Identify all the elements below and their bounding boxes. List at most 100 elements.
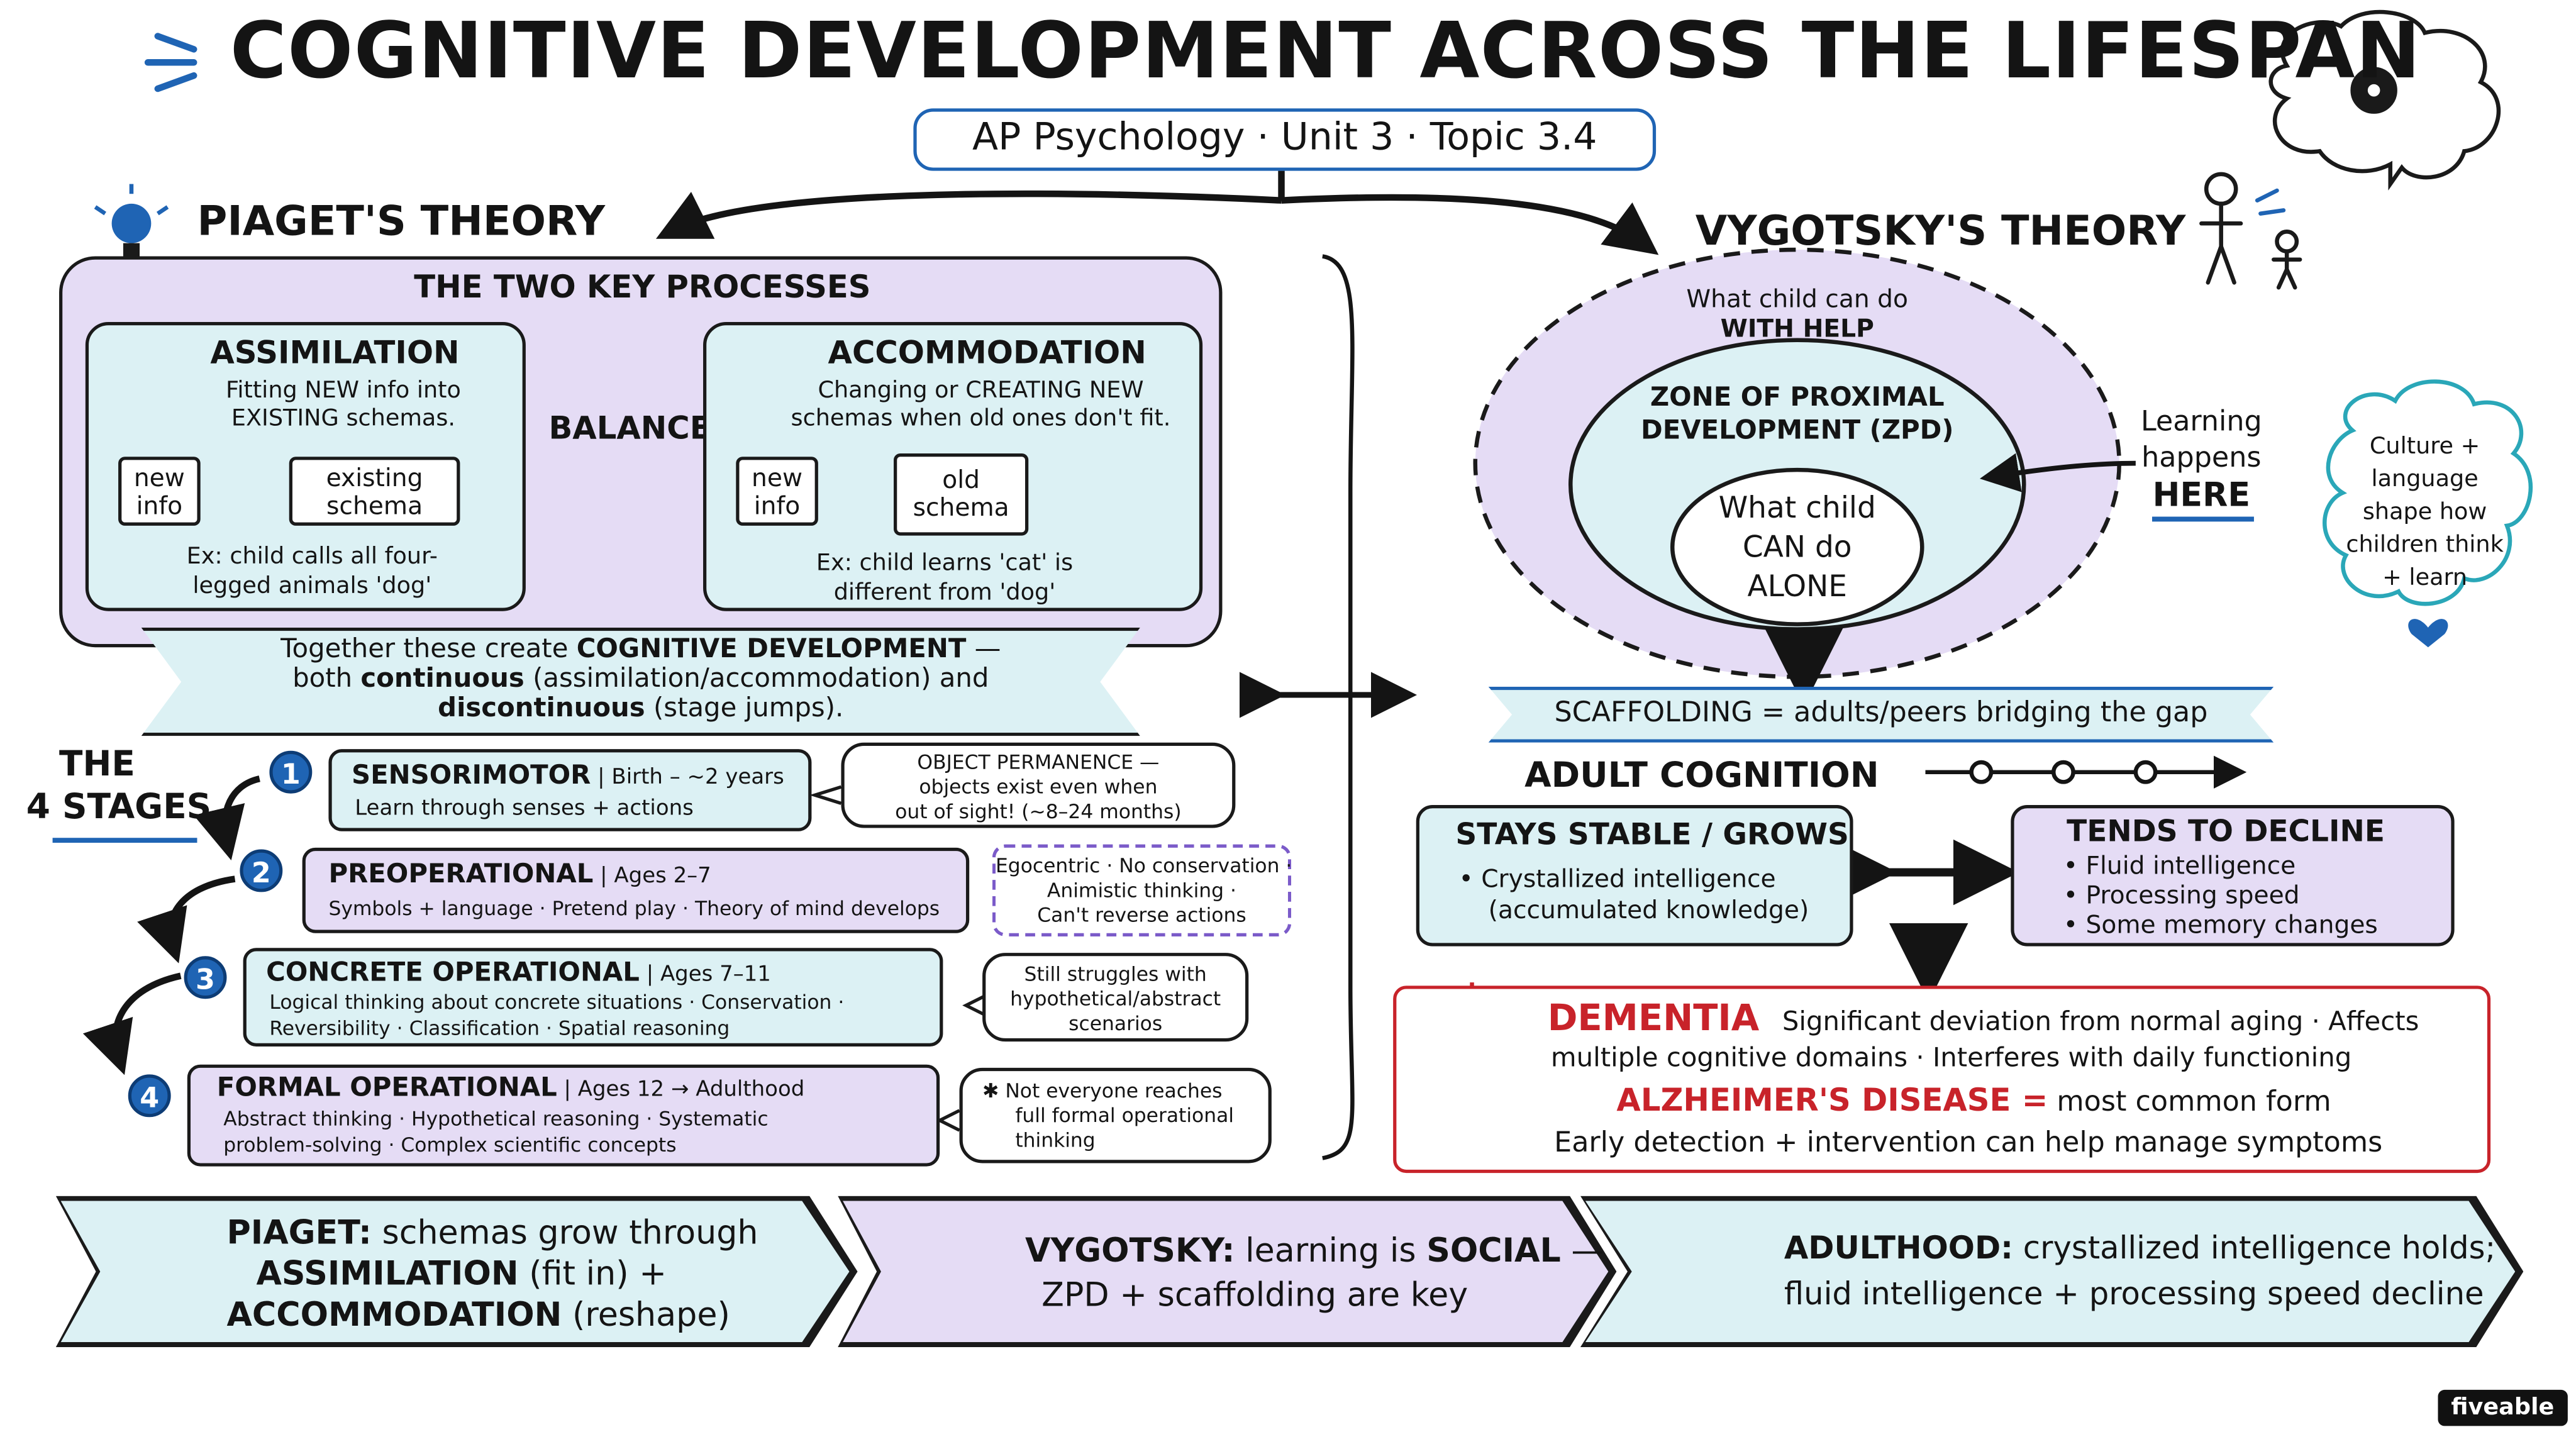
summary-text-part: (fit in) +	[518, 1253, 667, 1293]
learning-label-line: Learning	[2140, 406, 2262, 439]
with-help-label-line: What child can do	[1686, 284, 1909, 314]
stage-name: SENSORIMOTOR	[352, 758, 591, 791]
summary-text-part: crystallized intelligence holds;	[2013, 1230, 2496, 1267]
decline-item: • Processing speed	[2063, 880, 2300, 911]
summary-line: VYGOTSKY: learning is SOCIAL —	[1025, 1229, 1604, 1274]
stage-note-bubble: OBJECT PERMANENCE — objects exist even w…	[841, 742, 1236, 828]
stage-note-line: ✱ Not everyone reaches	[982, 1079, 1223, 1102]
stage-note-line: Still struggles with	[1024, 962, 1207, 986]
four-stages-label-line: THE	[59, 744, 135, 784]
summary-text-part: (reshape)	[562, 1294, 730, 1335]
culture-note-line: + learn	[2382, 565, 2468, 592]
stage-note-line: objects exist even when	[919, 775, 1158, 799]
existing-schema-label: existing	[326, 463, 423, 493]
alzheimers-title: ALZHEIMER'S DISEASE =	[1616, 1082, 2048, 1119]
adult-cognition-heading: ADULT COGNITION	[1524, 755, 1879, 796]
subtitle: AP Psychology · Unit 3 · Topic 3.4	[913, 108, 1657, 171]
alone-label-line: ALONE	[1747, 570, 1848, 605]
stage-note-line: out of sight! (~8–24 months)	[895, 800, 1182, 823]
stage-card-sensorimotor	[328, 749, 812, 831]
stage-age: | Ages 7–11	[639, 962, 771, 987]
accommodation-description: Changing or CREATING NEW schemas when ol…	[775, 378, 1186, 434]
stage-note-line: scenarios	[1069, 1012, 1163, 1035]
learning-happens-label: Learning happens HERE	[2136, 404, 2267, 513]
dementia-card	[1393, 985, 2491, 1174]
existing-schema-label: schema	[326, 491, 423, 521]
summary-line: ZPD + scaffolding are key	[1041, 1275, 1468, 1314]
lightbulb-icon	[94, 184, 169, 260]
summary-emphasis: SOCIAL	[1426, 1230, 1561, 1270]
stage-note-line: Animistic thinking ·	[1046, 879, 1237, 902]
stays-stable-card	[1416, 804, 1853, 947]
new-info-label: new	[133, 463, 185, 493]
stage-age: | Birth – ~2 years	[591, 765, 784, 791]
stage-card-formal-operational	[187, 1064, 940, 1167]
new-info-box: new info	[118, 457, 201, 526]
accommodation-desc-line: schemas when old ones don't fit.	[791, 406, 1171, 433]
stage-description: Logical thinking about concrete situatio…	[269, 989, 844, 1042]
stage-number-badge: 1	[269, 750, 313, 794]
summary-line: ASSIMILATION (fit in) +	[226, 1253, 758, 1294]
summary-line: fluid intelligence + processing speed de…	[1784, 1276, 2484, 1313]
tends-to-decline-list: • Fluid intelligence • Processing speed …	[2063, 851, 2378, 940]
together-text-part: (stage jumps).	[645, 691, 844, 723]
together-text: Together these create COGNITIVE DEVELOPM…	[164, 632, 1117, 723]
together-emphasis: COGNITIVE DEVELOPMENT	[576, 632, 967, 664]
accommodation-title: ACCOMMODATION	[828, 335, 1146, 372]
alone-zone-label: What child CAN do ALONE	[1682, 489, 1913, 608]
stage-number-badge: 3	[184, 956, 227, 999]
fiveable-logo: fiveable	[2438, 1389, 2568, 1426]
summary-text-part: schemas grow through	[371, 1212, 758, 1252]
vygotsky-heading: VYGOTSKY'S THEORY	[1695, 207, 2186, 255]
old-schema-label: old	[942, 465, 980, 495]
dementia-text: Significant deviation from normal aging …	[1782, 1005, 2419, 1037]
stage-description-line: Logical thinking about concrete situatio…	[269, 991, 845, 1014]
summary-adulthood-banner	[1585, 1201, 2516, 1343]
accommodation-example: Ex: child learns 'cat' is different from…	[772, 548, 1118, 608]
new-info-label: info	[753, 491, 801, 521]
stage-title: SENSORIMOTOR | Birth – ~2 years	[352, 759, 784, 791]
summary-emphasis: ADULTHOOD:	[1784, 1230, 2014, 1267]
summary-text-part: learning is	[1235, 1230, 1427, 1270]
stage-note-bubble: ✱ Not everyone reaches full formal opera…	[959, 1067, 1272, 1163]
culture-note-line: language	[2371, 466, 2479, 493]
four-stages-label-line: 4 STAGES	[26, 787, 212, 826]
dementia-text: Early detection + intervention can help …	[1554, 1126, 2383, 1160]
culture-note-line: shape how	[2362, 499, 2487, 526]
summary-emphasis: ACCOMMODATION	[226, 1294, 562, 1335]
alzheimers-text: most common form	[2048, 1085, 2331, 1119]
together-banner	[141, 627, 1140, 736]
stage-description-line: problem-solving · Complex scientific con…	[223, 1133, 677, 1157]
stays-stable-title: STAYS STABLE / GROWS	[1455, 818, 1849, 853]
summary-emphasis: ASSIMILATION	[256, 1253, 519, 1293]
scaffolding-text: SCAFFOLDING = adults/peers bridging the …	[1554, 696, 2208, 730]
assimilation-example: Ex: child calls all four- legged animals…	[131, 542, 493, 601]
together-text-part: both	[292, 662, 361, 694]
new-info-label: new	[752, 463, 803, 493]
heart-icon	[2408, 619, 2448, 648]
key-processes-heading: THE TWO KEY PROCESSES	[414, 269, 871, 306]
together-emphasis: discontinuous	[438, 691, 645, 723]
summary-emphasis: VYGOTSKY:	[1025, 1230, 1235, 1270]
page-title: COGNITIVE DEVELOPMENT ACROSS THE LIFESPA…	[230, 6, 2421, 97]
alone-label-line: What child	[1718, 491, 1876, 526]
assimilation-example-line: Ex: child calls all four-	[186, 543, 438, 570]
tends-to-decline-card	[2011, 804, 2455, 947]
accommodation-example-line: different from 'dog'	[833, 580, 1056, 606]
assimilation-example-line: legged animals 'dog'	[192, 573, 432, 600]
stage-title: FORMAL OPERATIONAL | Ages 12 → Adulthood	[217, 1071, 804, 1102]
alone-label-line: CAN do	[1742, 530, 1852, 565]
dementia-title: DEMENTIA	[1547, 999, 1760, 1040]
assimilation-title: ASSIMILATION	[210, 335, 460, 372]
four-stages-underline	[52, 838, 197, 843]
stays-stable-item: (accumulated knowledge)	[1488, 895, 1809, 925]
dementia-text: multiple cognitive domains · Interferes …	[1550, 1041, 2352, 1073]
stage-name: FORMAL OPERATIONAL	[216, 1071, 557, 1102]
stage-note-line: Can't reverse actions	[1037, 903, 1246, 927]
stays-stable-item: • Crystallized intelligence	[1458, 864, 1776, 894]
learning-label-line: HERE	[2152, 474, 2251, 514]
balance-label: BALANCE	[548, 411, 711, 447]
stage-name: PREOPERATIONAL	[328, 857, 594, 889]
dementia-line: DEMENTIA Significant deviation from norma…	[1548, 999, 2419, 1040]
new-info-box: new info	[736, 457, 818, 526]
